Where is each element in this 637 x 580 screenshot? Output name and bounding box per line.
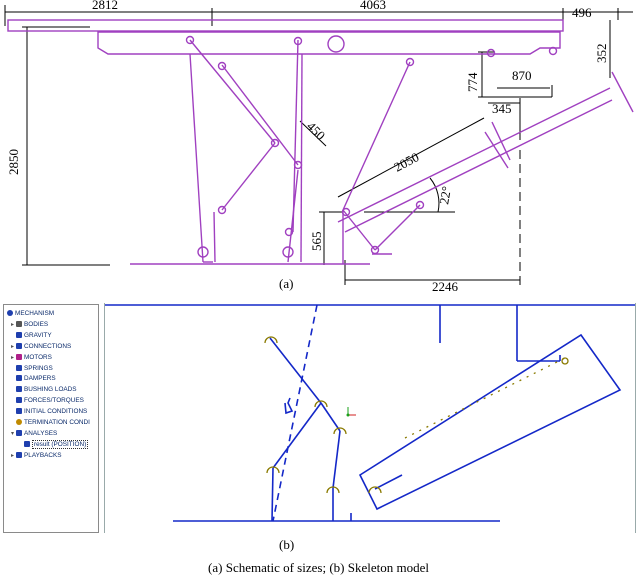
skeleton-model	[105, 304, 635, 522]
figure-caption: (a) Schematic of sizes; (b) Skeleton mod…	[208, 560, 429, 575]
tree-item-bushing-loads[interactable]: BUSHING LOADS	[11, 386, 77, 394]
tree-item-label: result (POSITION)	[32, 439, 89, 449]
analyses-icon	[16, 429, 22, 436]
tree-item-label: TERMINATION CONDI	[24, 419, 90, 426]
dim-496: 496	[572, 5, 592, 20]
dim-352: 352	[594, 44, 609, 64]
expand-arrow-icon[interactable]: ▸	[11, 354, 15, 361]
result-icon	[24, 440, 30, 447]
dim-2050: 2050	[391, 149, 421, 174]
tree-item-label: BUSHING LOADS	[24, 386, 77, 394]
tree-item-forces-torques[interactable]: FORCES/TORQUES	[11, 397, 84, 405]
tree-item-bodies[interactable]: ▸ BODIES	[11, 320, 49, 329]
dim-4063: 4063	[360, 0, 386, 12]
tree-item-dampers[interactable]: DAMPERS	[11, 375, 56, 383]
dim-870: 870	[512, 68, 532, 83]
panel-b-label: (b)	[279, 537, 295, 552]
tree-item-label: SPRINGS	[24, 364, 53, 372]
tree-item-connections[interactable]: ▸ CONNECTIONS	[11, 342, 72, 351]
bushing-icon	[16, 386, 22, 393]
initial-conditions-icon	[16, 408, 22, 415]
tree-item-label: CONNECTIONS	[24, 342, 72, 350]
dim-450: 450	[304, 119, 328, 143]
skeleton-viewport[interactable]	[104, 303, 636, 533]
dim-565: 565	[309, 232, 324, 252]
dim-774: 774	[465, 72, 480, 92]
panel-a-label: (a)	[279, 276, 294, 291]
tree-item-label: PLAYBACKS	[24, 451, 62, 459]
tree-item-gravity[interactable]: GRAVITY	[11, 331, 52, 340]
schematic-diagram: 2812 4063 496 870 345 2246 352 774 2850 …	[4, 0, 634, 292]
tree-item-label: ANALYSES	[24, 429, 58, 437]
dim-22-degree: 22°	[436, 185, 454, 206]
termination-icon	[16, 419, 22, 425]
tree-item-label: MECHANISM	[15, 310, 55, 317]
dampers-icon	[16, 375, 22, 382]
bodies-icon	[16, 320, 22, 327]
tree-item-playbacks[interactable]: ▸ PLAYBACKS	[11, 451, 62, 460]
tree-item-analyses[interactable]: ▾ ANALYSES	[11, 429, 58, 438]
tree-item-label: MOTORS	[24, 353, 52, 361]
expand-arrow-icon[interactable]: ▸	[11, 321, 15, 328]
tree-item-motors[interactable]: ▸ MOTORS	[11, 353, 52, 362]
dim-2850: 2850	[6, 149, 21, 175]
expand-arrow-icon[interactable]: ▸	[11, 343, 15, 350]
expand-arrow-icon[interactable]: ▸	[11, 452, 15, 459]
tree-item-springs[interactable]: SPRINGS	[11, 364, 53, 373]
motors-icon	[16, 353, 22, 360]
connections-icon	[16, 342, 22, 349]
tree-item-initial-conditions[interactable]: INITIAL CONDITIONS	[11, 408, 87, 416]
tree-item-label: GRAVITY	[24, 331, 52, 339]
tree-item-termination-condi[interactable]: TERMINATION CONDI	[11, 419, 90, 427]
forces-icon	[16, 397, 22, 404]
tree-item-result-position[interactable]: result (POSITION)	[19, 439, 89, 449]
gravity-icon	[16, 331, 22, 338]
dim-345: 345	[492, 101, 512, 116]
expand-arrow-icon[interactable]: ▾	[11, 430, 15, 437]
tree-item-label: FORCES/TORQUES	[24, 397, 84, 405]
springs-icon	[16, 364, 22, 371]
mechanism-icon	[7, 310, 13, 316]
tree-item-label: BODIES	[24, 320, 49, 328]
tree-item-label: DAMPERS	[24, 375, 56, 383]
dim-2246: 2246	[432, 279, 459, 292]
tree-item-mechanism[interactable]: MECHANISM	[7, 310, 54, 318]
tree-item-label: INITIAL CONDITIONS	[24, 408, 88, 416]
playbacks-icon	[16, 451, 22, 458]
dim-2812: 2812	[92, 0, 118, 12]
